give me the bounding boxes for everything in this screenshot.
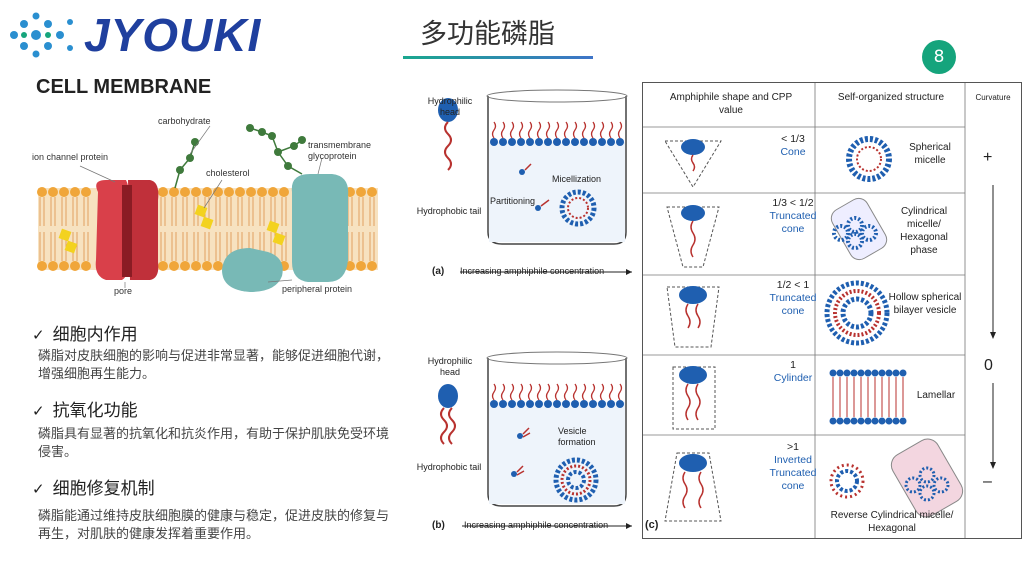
- tag-b: (b): [432, 520, 445, 531]
- label-vesicle-formation: Vesicle formation: [558, 426, 596, 447]
- curvature-zero: 0: [984, 357, 993, 374]
- beaker-vesicle: Hydrophilic head Hydrophobic tail Vesicl…: [410, 344, 636, 540]
- cell-membrane-diagram: CELL MEMBRANE: [10, 70, 402, 310]
- section-heading-2: ✓抗氧化功能: [32, 401, 138, 421]
- section-text-1: 磷脂对皮肤细胞的影响与促进非常显著，能够促进细胞代谢，增强细胞再生能力。: [38, 349, 390, 382]
- check-icon: ✓: [32, 326, 45, 344]
- cpp-table: Amphiphile shape and CPP value Self-orga…: [642, 82, 1022, 539]
- section-text-3: 磷脂能通过维持皮肤细胞膜的健康与稳定，促进皮肤的修复与再生，对肌肤的健康发挥着重…: [38, 509, 390, 542]
- label-peripheral: peripheral protein: [282, 284, 353, 294]
- label-micellization: Micellization: [552, 174, 602, 184]
- check-icon: ✓: [32, 480, 45, 498]
- curvature-minus: –: [983, 473, 992, 490]
- header-curvature: Curvature: [975, 93, 1011, 102]
- structure-row-5: Reverse Cylindrical micelle/ Hexagonal: [830, 510, 954, 534]
- label-head-b: Hydrophilic head: [427, 356, 473, 377]
- section-heading-1: ✓细胞内作用: [32, 325, 138, 345]
- label-head-a: Hydrophilic head: [427, 96, 473, 117]
- logo-dots-icon: [10, 12, 73, 58]
- label-carbohydrate: carbohydrate: [158, 116, 211, 126]
- brand-logo: JYOUKI: [6, 6, 306, 64]
- label-transmembrane: transmembrane glycoprotein: [308, 140, 372, 161]
- label-ion-channel: ion channel protein: [32, 152, 109, 162]
- structure-row-3: Hollow spherical bilayer vesicle: [888, 292, 962, 316]
- label-cholesterol: cholesterol: [206, 168, 250, 178]
- curvature-plus: +: [983, 149, 993, 166]
- tag-a: (a): [432, 266, 445, 277]
- beaker-b-illustration: [438, 351, 632, 529]
- brand-name: JYOUKI: [84, 9, 262, 61]
- axis-b: Increasing amphiphile concentration: [464, 520, 609, 530]
- structure-row-1: Spherical micelle: [909, 142, 951, 166]
- section-text-2: 磷脂具有显著的抗氧化和抗炎作用，有助于保护肌肤免受环境侵害。: [38, 427, 390, 460]
- title-underline: [403, 56, 593, 59]
- structure-row-4: Lamellar: [916, 390, 956, 401]
- membrane-illustration: [37, 124, 378, 292]
- label-partitioning: Partitioning: [490, 196, 536, 206]
- cell-diagram-title: CELL MEMBRANE: [36, 76, 212, 98]
- label-tail-b: Hydrophobic tail: [416, 462, 482, 472]
- axis-a: Increasing amphiphile concentration: [460, 266, 605, 276]
- label-tail-a: Hydrophobic tail: [416, 206, 482, 216]
- header-structure: Self-organized structure: [837, 92, 945, 103]
- tag-c: (c): [645, 519, 659, 531]
- page-number-badge: 8: [922, 40, 956, 74]
- structure-row-2: Cylindrical micelle/ Hexagonal phase: [900, 206, 948, 256]
- beaker-a-illustration: [438, 89, 632, 275]
- header-shape: Amphiphile shape and CPP value: [669, 92, 793, 116]
- label-pore: pore: [114, 286, 133, 296]
- section-heading-3: ✓细胞修复机制: [32, 479, 155, 499]
- check-icon: ✓: [32, 402, 45, 420]
- beaker-micellization: Hydrophilic head Hydrophobic tail Partit…: [410, 82, 636, 282]
- head-icon: [438, 98, 458, 122]
- table-grid: [643, 83, 996, 538]
- page-title: 多功能磷脂: [420, 19, 555, 50]
